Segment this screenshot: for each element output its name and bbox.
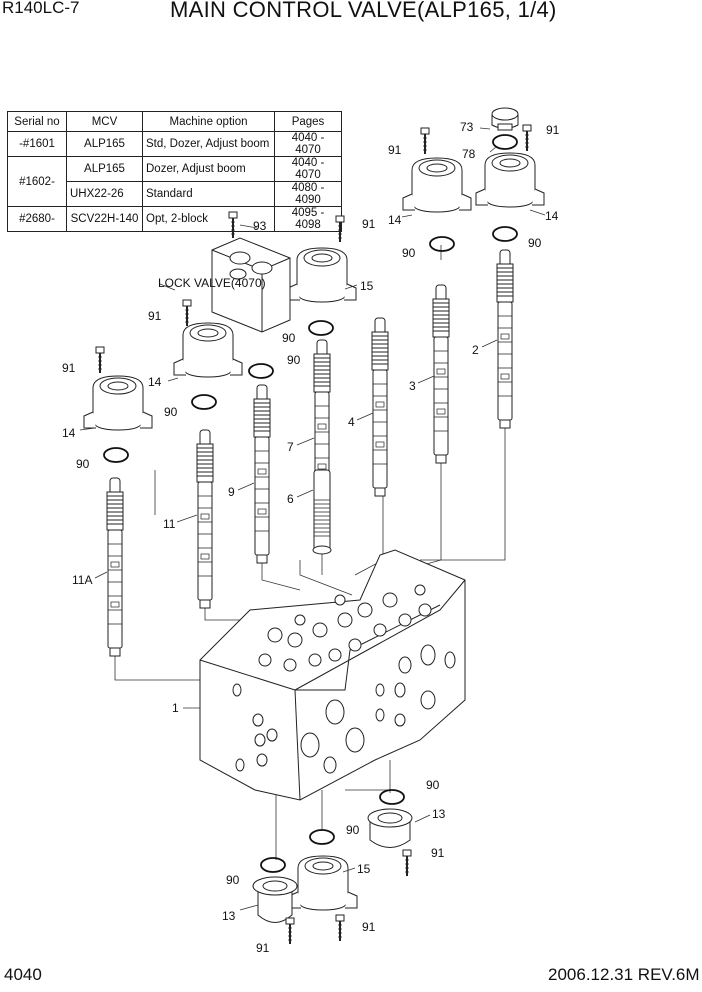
cap-13-left — [252, 876, 298, 923]
callout-91: 91 — [388, 143, 402, 157]
table-row: #2680- SCV22H-140 Opt, 2-block 4095 - 40… — [7, 206, 342, 232]
callout-91: 91 — [148, 309, 162, 323]
page-title: MAIN CONTROL VALVE(ALP165, 1/4) — [170, 0, 557, 22]
mcv-cell: SCV22H-140 — [66, 206, 143, 232]
callout-90: 90 — [287, 353, 301, 367]
callout-91: 91 — [546, 123, 560, 137]
callout-78: 78 — [462, 147, 476, 161]
o-ring-90 — [429, 236, 455, 252]
callout-73: 73 — [460, 120, 474, 134]
callout-14: 14 — [148, 375, 162, 389]
o-ring-90 — [248, 363, 274, 379]
callouts: 1 2 3 4 6 7 9 11 11A 13 13 14 14 14 14 1… — [62, 120, 560, 955]
callout-13: 13 — [222, 909, 236, 923]
mcv-cell: ALP165 — [66, 156, 143, 182]
serial-number-table: Serial no MCV Machine option Pages -#160… — [7, 111, 342, 232]
bolt-91 — [95, 346, 105, 374]
option-cell: Standard — [142, 181, 275, 207]
spool-2 — [496, 249, 514, 429]
callout-11: 11 — [163, 517, 176, 531]
serial-cell: #2680- — [7, 206, 67, 232]
callout-1: 1 — [172, 701, 179, 715]
bolt-91 — [335, 914, 345, 942]
page-number: 4040 — [4, 965, 42, 984]
bolt-91 — [182, 299, 192, 327]
bolt-91 — [285, 917, 295, 945]
option-cell: Std, Dozer, Adjust boom — [142, 131, 275, 157]
o-ring-78 — [492, 134, 518, 150]
o-ring-90 — [260, 857, 286, 873]
spool-11a — [106, 477, 124, 657]
model-name: R140LC-7 — [2, 0, 80, 17]
bolt-91 — [335, 215, 345, 243]
callout-2: 2 — [472, 343, 479, 357]
callout-13: 13 — [432, 807, 446, 821]
mcv-cell: UHX22-26 — [66, 181, 143, 207]
callout-14: 14 — [545, 209, 559, 223]
callout-93: 93 — [253, 219, 267, 233]
cap-14-left — [83, 375, 153, 431]
callout-14: 14 — [388, 213, 402, 227]
callout-90: 90 — [346, 823, 360, 837]
callout-4: 4 — [348, 415, 355, 429]
option-cell: Opt, 2-block — [142, 206, 275, 232]
callout-90: 90 — [282, 331, 296, 345]
o-ring-90 — [103, 447, 129, 463]
pages-cell: 4095 - 4098 — [274, 206, 342, 232]
callout-90: 90 — [76, 457, 90, 471]
callout-91: 91 — [431, 846, 445, 860]
valve-body — [199, 549, 466, 801]
callout-15: 15 — [357, 862, 371, 876]
spool-6 — [312, 469, 332, 555]
o-ring-90 — [308, 320, 334, 336]
spool-4 — [371, 317, 389, 497]
cap-15-bottom — [288, 855, 358, 911]
bolt-91 — [420, 127, 430, 155]
callout-90: 90 — [226, 873, 240, 887]
cap-15-top — [287, 247, 357, 303]
callout-90: 90 — [528, 236, 542, 250]
callout-11a: 11A — [72, 573, 92, 587]
serial-cell: #1602- — [7, 156, 67, 207]
pages-cell: 4080 - 4090 — [274, 181, 342, 207]
callout-91: 91 — [256, 941, 270, 955]
o-ring-90 — [492, 226, 518, 242]
callout-14: 14 — [62, 426, 76, 440]
leader-lines — [79, 127, 546, 911]
o-ring-90 — [309, 829, 335, 845]
callout-91: 91 — [62, 361, 76, 375]
callout-90: 90 — [402, 246, 416, 260]
callout-15: 15 — [360, 279, 374, 293]
table-row: #1602- ALP165 Dozer, Adjust boom 4040 - … — [7, 156, 342, 207]
date-revision: 2006.12.31 REV.6M — [548, 965, 700, 984]
callout-3: 3 — [409, 379, 416, 393]
bolt-93 — [228, 211, 238, 239]
lock-valve-block — [211, 237, 291, 333]
callout-6: 6 — [287, 492, 294, 506]
callout-90: 90 — [426, 778, 440, 792]
cap-13-right — [367, 808, 413, 848]
spool-11 — [196, 429, 214, 609]
spool-9 — [253, 384, 271, 564]
pages-cell: 4040 - 4070 — [274, 156, 342, 182]
o-ring-90 — [379, 789, 405, 805]
callout-91: 91 — [362, 920, 376, 934]
cap-14-right-a — [402, 157, 472, 213]
lock-valve-label: LOCK VALVE(4070) — [158, 276, 266, 290]
bolt-91 — [522, 124, 532, 152]
callout-90: 90 — [164, 405, 178, 419]
callout-7: 7 — [287, 440, 294, 454]
bolt-91 — [402, 849, 412, 877]
spool-3 — [432, 284, 450, 464]
plug-73 — [491, 107, 519, 131]
cap-14-mid — [173, 322, 243, 378]
callout-91: 91 — [362, 217, 376, 231]
table-row: UHX22-26 Standard 4080 - 4090 — [8, 181, 342, 207]
callout-9: 9 — [228, 485, 235, 499]
o-ring-90 — [191, 394, 217, 410]
cap-14-right-b — [475, 152, 545, 208]
